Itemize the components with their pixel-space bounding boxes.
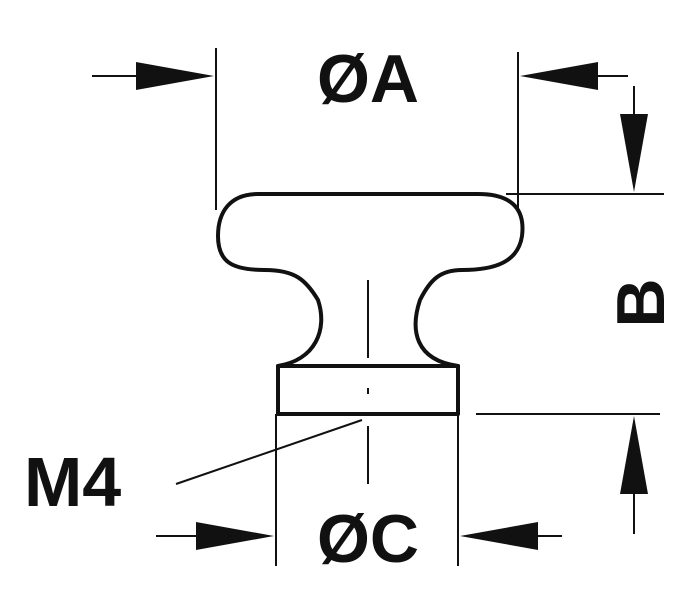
dim-a-arrow-right: [520, 62, 598, 90]
dim-c-label: ØC: [317, 501, 419, 577]
dim-c-arrow-right: [460, 522, 538, 550]
dim-b-arrow-bottom: [620, 416, 648, 494]
dim-a-label: ØA: [317, 41, 419, 117]
thread-label: M4: [24, 443, 121, 521]
dim-b-arrow-top: [620, 114, 648, 192]
dim-c-arrow-left: [196, 522, 274, 550]
thread-leader-line: [175, 419, 363, 485]
dim-b-label: B: [603, 278, 679, 327]
dim-a-arrow-left: [136, 62, 214, 90]
knob-body-outline: [216, 192, 525, 368]
knob-base-collar: [276, 364, 460, 416]
